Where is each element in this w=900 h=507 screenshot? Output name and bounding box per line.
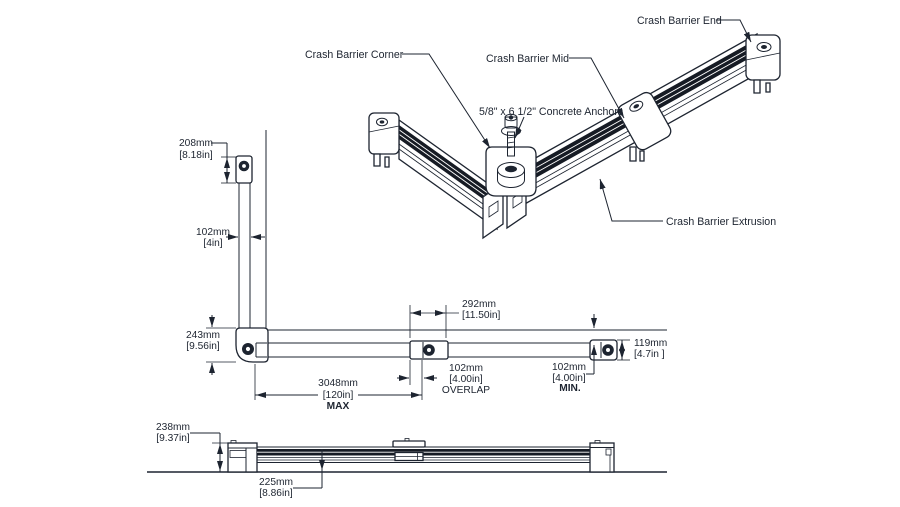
dimension-225mm: 225mm [8.86in]	[259, 449, 325, 499]
dimension-102mm-overlap: 102mm [4.00in] OVERLAP	[397, 360, 490, 396]
label-crash-barrier-mid: Crash Barrier Mid	[486, 53, 569, 65]
plan-view: 208mm [8.18in] 102mm [4in] 243mm [9.56in…	[179, 130, 667, 412]
anchor-stud	[373, 153, 381, 167]
dim-text: [120in]	[323, 390, 354, 401]
dim-text: [8.18in]	[179, 150, 213, 161]
dim-text: [9.56in]	[186, 341, 220, 352]
dimension-238mm: 238mm [9.37in]	[156, 422, 229, 472]
dim-text: 3048mm	[318, 378, 358, 389]
anchor-stud	[384, 156, 390, 168]
leader-anchors	[514, 116, 525, 139]
dim-text: [4in]	[203, 238, 222, 249]
right-end-block	[745, 34, 781, 94]
anchor-stud	[629, 146, 637, 162]
dimension-208mm: 208mm [8.18in]	[179, 138, 236, 184]
dim-text: [9.37in]	[156, 433, 190, 444]
dimension-3048mm: 3048mm [120in] MAX	[254, 360, 423, 412]
dim-text: 225mm	[259, 477, 293, 488]
leader-mid	[569, 57, 625, 119]
anchor-stud	[753, 79, 761, 94]
elev-corner-block	[227, 440, 258, 473]
dimension-243mm: 243mm [9.56in]	[186, 315, 236, 375]
anchor-stud	[639, 150, 645, 162]
dim-text: [8.86in]	[259, 488, 293, 499]
dim-text: 238mm	[156, 422, 190, 433]
dim-text: 119mm	[634, 338, 667, 349]
label-concrete-anchors: 5/8" x 6 1/2" Concrete Anchors	[479, 106, 623, 118]
dim-text: [4.00in]	[552, 373, 586, 384]
dim-text: 208mm	[179, 138, 213, 149]
elev-end-block	[589, 440, 615, 473]
corner-block	[485, 146, 537, 197]
dimension-102mm-width: 102mm [4in]	[196, 227, 265, 249]
elev-mid-connector	[392, 438, 426, 462]
dim-text: [11.50in]	[462, 310, 500, 321]
mid-clamp	[617, 91, 672, 162]
label-crash-barrier-corner: Crash Barrier Corner	[305, 49, 404, 61]
dim-text: 102mm	[449, 363, 483, 374]
plan-end-cap-top	[235, 155, 253, 184]
anchor-stud	[765, 82, 771, 93]
dim-text: 243mm	[186, 330, 220, 341]
elevation-view: 238mm [9.37in] 225mm [8.86in]	[147, 422, 667, 499]
dim-text: 102mm	[552, 362, 586, 373]
label-crash-barrier-extrusion: Crash Barrier Extrusion	[666, 216, 776, 228]
dim-note: MIN.	[559, 383, 581, 394]
dim-text: 292mm	[462, 299, 496, 310]
leader-end	[716, 19, 752, 43]
left-end-cap	[368, 112, 400, 168]
left-rail-extrusion	[398, 118, 498, 231]
isometric-view: Crash Barrier Corner Crash Barrier Mid C…	[305, 15, 781, 240]
dimension-119mm: 119mm [4.7in ]	[617, 338, 667, 361]
label-crash-barrier-end: Crash Barrier End	[637, 15, 722, 27]
dim-note: MAX	[327, 401, 350, 412]
dim-text: 102mm	[196, 227, 230, 238]
dim-text: [4.7in ]	[634, 349, 665, 360]
plan-corner-block	[235, 327, 269, 363]
dim-note: OVERLAP	[442, 385, 490, 396]
concrete-anchor-bolt	[501, 113, 521, 157]
dimension-102mm-min: 102mm [4.00in] MIN.	[552, 314, 597, 394]
dim-text: [4.00in]	[449, 374, 483, 385]
leader-corner	[402, 53, 491, 149]
leader-extrusion	[599, 178, 663, 222]
plan-mid-block	[409, 340, 449, 360]
dimension-292mm: 292mm [11.50in]	[409, 299, 500, 338]
